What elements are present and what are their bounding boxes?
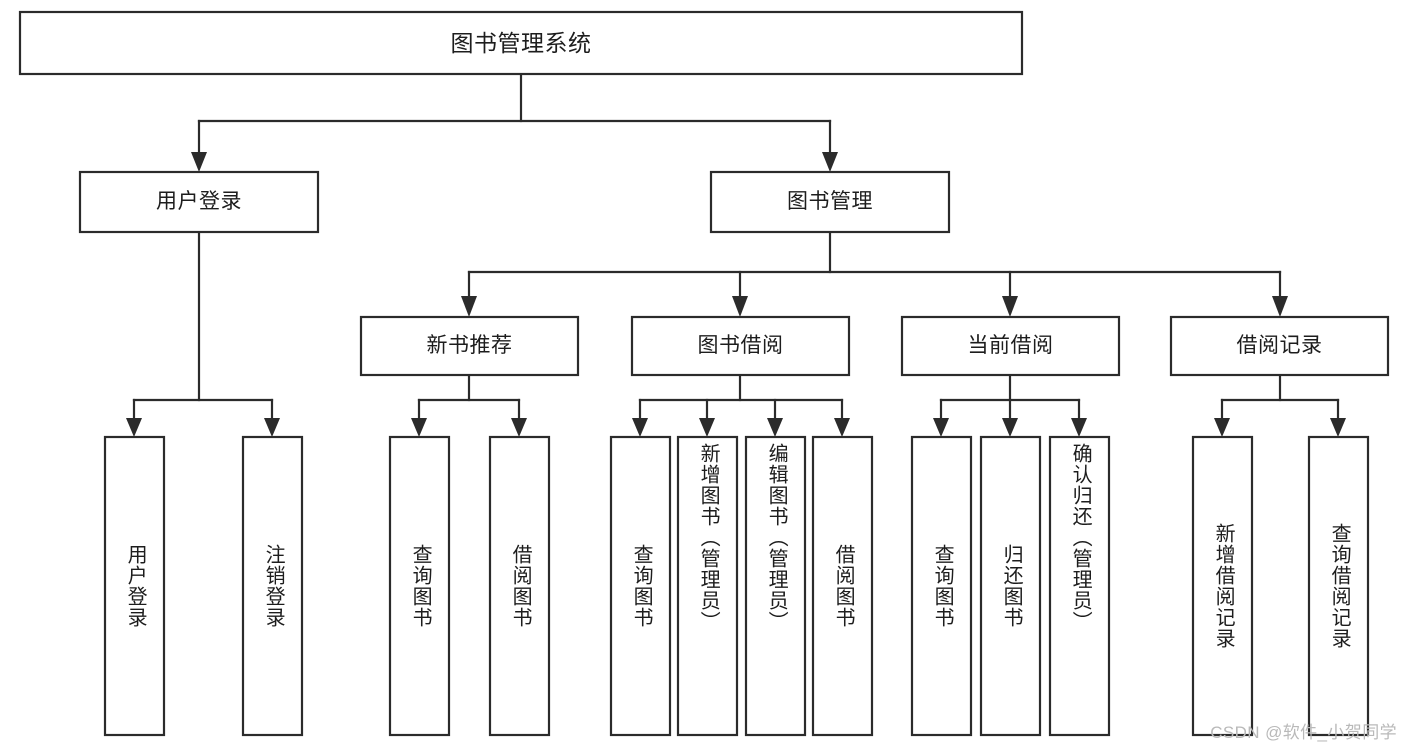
node-box-leaf-logout[interactable] [241, 435, 304, 737]
connector-group-new-book-rec [411, 373, 527, 437]
node-box-leaf-add-record[interactable] [1191, 435, 1254, 737]
node-box-book-manage[interactable] [709, 170, 951, 234]
node-box-leaf-user-login[interactable] [103, 435, 166, 737]
node-box-root[interactable] [18, 10, 1024, 76]
node-box-user-login[interactable] [78, 170, 320, 234]
node-box-current-borrow[interactable] [900, 315, 1121, 377]
node-box-leaf-confirm-return[interactable] [1048, 435, 1111, 737]
node-box-leaf-add-book[interactable] [676, 435, 739, 737]
node-box-leaf-query-book-1[interactable] [388, 435, 451, 737]
node-box-new-book-rec[interactable] [359, 315, 580, 377]
node-box-borrow-record[interactable] [1169, 315, 1390, 377]
connector-group-current-borrow [933, 373, 1087, 437]
node-box-book-borrow[interactable] [630, 315, 851, 377]
node-box-leaf-return-book[interactable] [979, 435, 1042, 737]
node-box-leaf-query-book-3[interactable] [910, 435, 973, 737]
node-box-leaf-query-book-2[interactable] [609, 435, 672, 737]
node-box-leaf-borrow-book-2[interactable] [811, 435, 874, 737]
node-box-leaf-borrow-book-1[interactable] [488, 435, 551, 737]
connector-group-book-borrow [632, 373, 850, 437]
node-box-leaf-query-record[interactable] [1307, 435, 1370, 737]
connector-group-user-login [126, 230, 280, 437]
node-box-leaf-edit-book[interactable] [744, 435, 807, 737]
connector-group-borrow-record [1214, 373, 1346, 437]
connector-group-root [191, 72, 838, 172]
connector-group-book-manage [461, 230, 1288, 317]
